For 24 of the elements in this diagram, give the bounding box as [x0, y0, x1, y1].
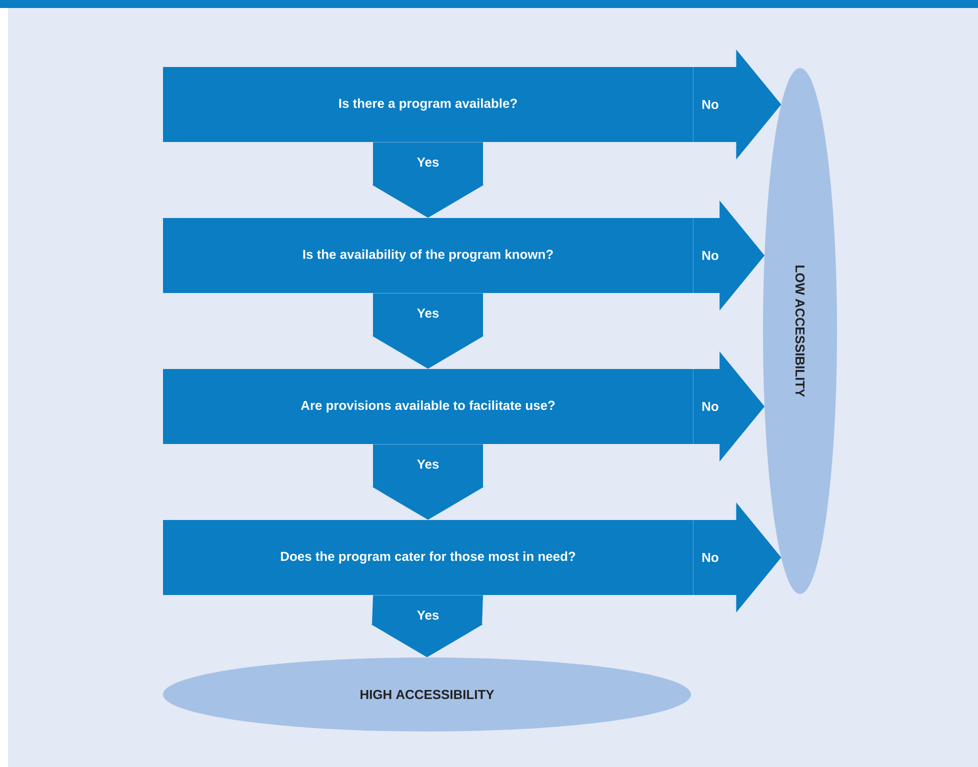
block-arrow: [372, 293, 484, 369]
edge-label: Yes: [417, 610, 439, 620]
block-arrow: [693, 502, 782, 612]
block-arrow: [372, 142, 484, 218]
block-arrow: [693, 50, 782, 160]
edge-label: No: [702, 552, 718, 562]
edge-label: No: [702, 250, 718, 260]
edge-label: No: [702, 402, 718, 412]
edge-label: Yes: [417, 158, 439, 167]
question-box: Is the availability of the program known?: [163, 218, 693, 293]
node-label: Is there a program available?: [339, 98, 517, 111]
question-box: Are provisions available to facilitate use?: [163, 369, 693, 444]
block-arrow: [371, 595, 483, 658]
node-label: Is the availability of the program known?: [303, 249, 553, 262]
question-box: Does the program cater for those most in need?: [163, 520, 693, 595]
edge-label: Yes: [417, 460, 439, 469]
edge-label: No: [702, 100, 718, 110]
block-arrow: [693, 352, 765, 462]
question-box: Is there a program available?: [163, 67, 693, 142]
block-arrow: [372, 444, 484, 520]
node-label: Does the program cater for those most in need?: [280, 551, 576, 564]
node-label: Are provisions available to facilitate use?: [300, 400, 555, 413]
block-arrow: [693, 200, 765, 310]
edge-label: Yes: [417, 308, 439, 318]
